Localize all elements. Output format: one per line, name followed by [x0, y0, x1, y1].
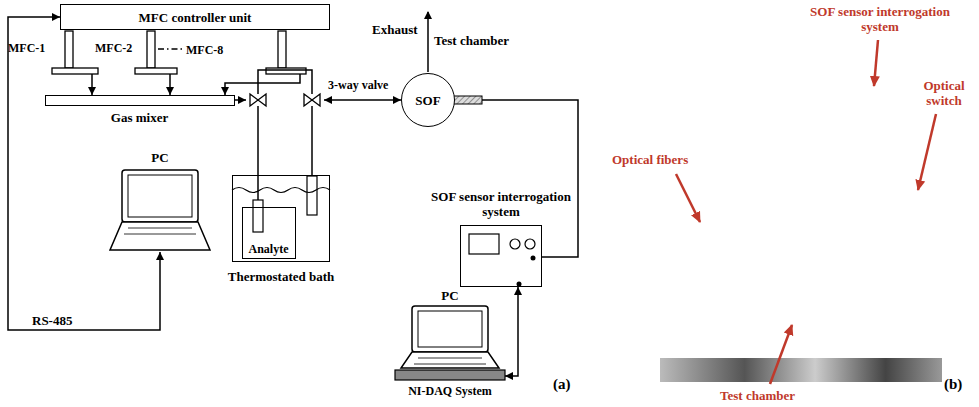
shape-part — [401, 352, 499, 368]
controller-box: MFC controller unit — [60, 4, 330, 30]
mfc-unit: MFC-2 — [95, 31, 180, 74]
water-surface — [232, 188, 330, 193]
photo-callout: Optical switch — [914, 78, 974, 108]
arrow-head — [324, 96, 332, 104]
connector — [505, 287, 522, 380]
shape-part — [128, 228, 192, 229]
arrow-head — [393, 96, 401, 104]
mixer-label: Gas mixer — [46, 110, 233, 125]
ellipsis-line — [158, 48, 183, 49]
shape-part — [531, 256, 536, 261]
shape-part — [124, 234, 196, 235]
shape-part — [278, 31, 286, 68]
bath-label: Thermostated bath — [201, 269, 361, 284]
arrow-head — [505, 372, 513, 380]
analyte-vessel: Analyte — [242, 207, 296, 259]
connector — [88, 74, 96, 95]
pointer-arrow — [770, 325, 792, 384]
shape-part — [517, 282, 522, 287]
shape-part — [418, 358, 482, 359]
box-label: MFC controller unit — [139, 10, 252, 25]
mfc-label: MFC-2 — [95, 41, 132, 55]
connector-line — [311, 108, 313, 175]
connector — [258, 108, 259, 207]
pc-label: PC — [395, 288, 505, 303]
shape-part — [418, 311, 482, 347]
pc-label: PC — [110, 150, 210, 165]
vessel-label: Analyte — [243, 242, 294, 256]
shape-part — [266, 68, 306, 74]
arrow-head — [52, 13, 60, 21]
photo-callout: Optical fibers — [612, 152, 688, 167]
mfc-unit: MFC-8 — [186, 31, 308, 74]
panel-letter: (b) — [944, 376, 962, 393]
shape-part — [395, 370, 505, 380]
shape-part — [65, 31, 73, 68]
shape-part — [414, 364, 486, 365]
shape-part — [257, 106, 259, 108]
connector-line — [225, 74, 300, 95]
node-shape — [246, 68, 324, 108]
chamber-label: Test chamber — [434, 33, 509, 48]
valve-label: 3-way valve — [328, 78, 388, 92]
mfc-label: MFC-8 — [186, 43, 223, 57]
arrow-head — [166, 87, 174, 95]
pointer-arrow — [874, 40, 878, 86]
shape-part — [412, 306, 488, 352]
node-shape — [461, 226, 543, 288]
valve-assembly: 3-way valve — [246, 68, 324, 108]
test-chamber: Test chamberSOF — [401, 73, 455, 127]
node-shape — [110, 150, 210, 252]
shape-part — [510, 239, 520, 249]
connector — [312, 108, 313, 175]
thermostated-bath: Thermostated bathAnalyte — [232, 175, 330, 262]
connector — [166, 74, 174, 95]
shape-part — [250, 94, 266, 106]
connector — [235, 96, 246, 104]
exhaust-arrow — [427, 12, 429, 72]
photo-strip — [660, 358, 942, 382]
inlet-tube — [253, 200, 263, 232]
panel-letter: (a) — [553, 376, 571, 393]
shape-part — [122, 170, 198, 222]
interrogation-box: SOF sensor interrogation system — [460, 225, 542, 287]
daq-label: NI-DAQ System — [395, 384, 505, 398]
arrow-head — [156, 252, 164, 260]
shape-part — [147, 31, 155, 68]
connector-line — [505, 287, 518, 376]
connector-line — [257, 108, 259, 207]
shape-part — [128, 175, 192, 217]
arrow-head — [88, 87, 96, 95]
shape-part — [525, 239, 535, 249]
box-heading: SOF sensor interrogation system — [431, 189, 571, 219]
shape-part — [311, 106, 313, 108]
mfc-label: MFC-1 — [8, 41, 45, 55]
shape-part — [304, 94, 320, 106]
arrow-head — [514, 287, 522, 295]
computer: PC — [110, 150, 210, 252]
computer: PC NI-DAQ System — [395, 288, 505, 402]
outlet-tube — [307, 176, 317, 215]
photo-callout: SOF sensor interrogation system — [805, 4, 955, 34]
mfc-unit: MFC-1 — [8, 31, 100, 74]
connector — [324, 96, 401, 104]
arrow-head — [221, 87, 229, 95]
exhaust-label: Exhaust — [372, 22, 418, 37]
sof-label: SOF — [415, 93, 440, 108]
edge-label: RS-485 — [30, 313, 74, 328]
shape-part — [52, 68, 98, 74]
pointer-arrow — [918, 114, 936, 190]
pointer-arrow — [676, 174, 700, 222]
photo-callout: Test chamber — [720, 388, 795, 403]
shape-part — [135, 68, 177, 74]
shape-part — [258, 70, 312, 94]
gas-mixer: Gas mixer — [45, 95, 235, 106]
shape-part — [469, 234, 499, 254]
connector-line — [324, 99, 401, 101]
shape-part — [110, 222, 210, 250]
connector — [221, 74, 300, 95]
arrow-head — [238, 96, 246, 104]
